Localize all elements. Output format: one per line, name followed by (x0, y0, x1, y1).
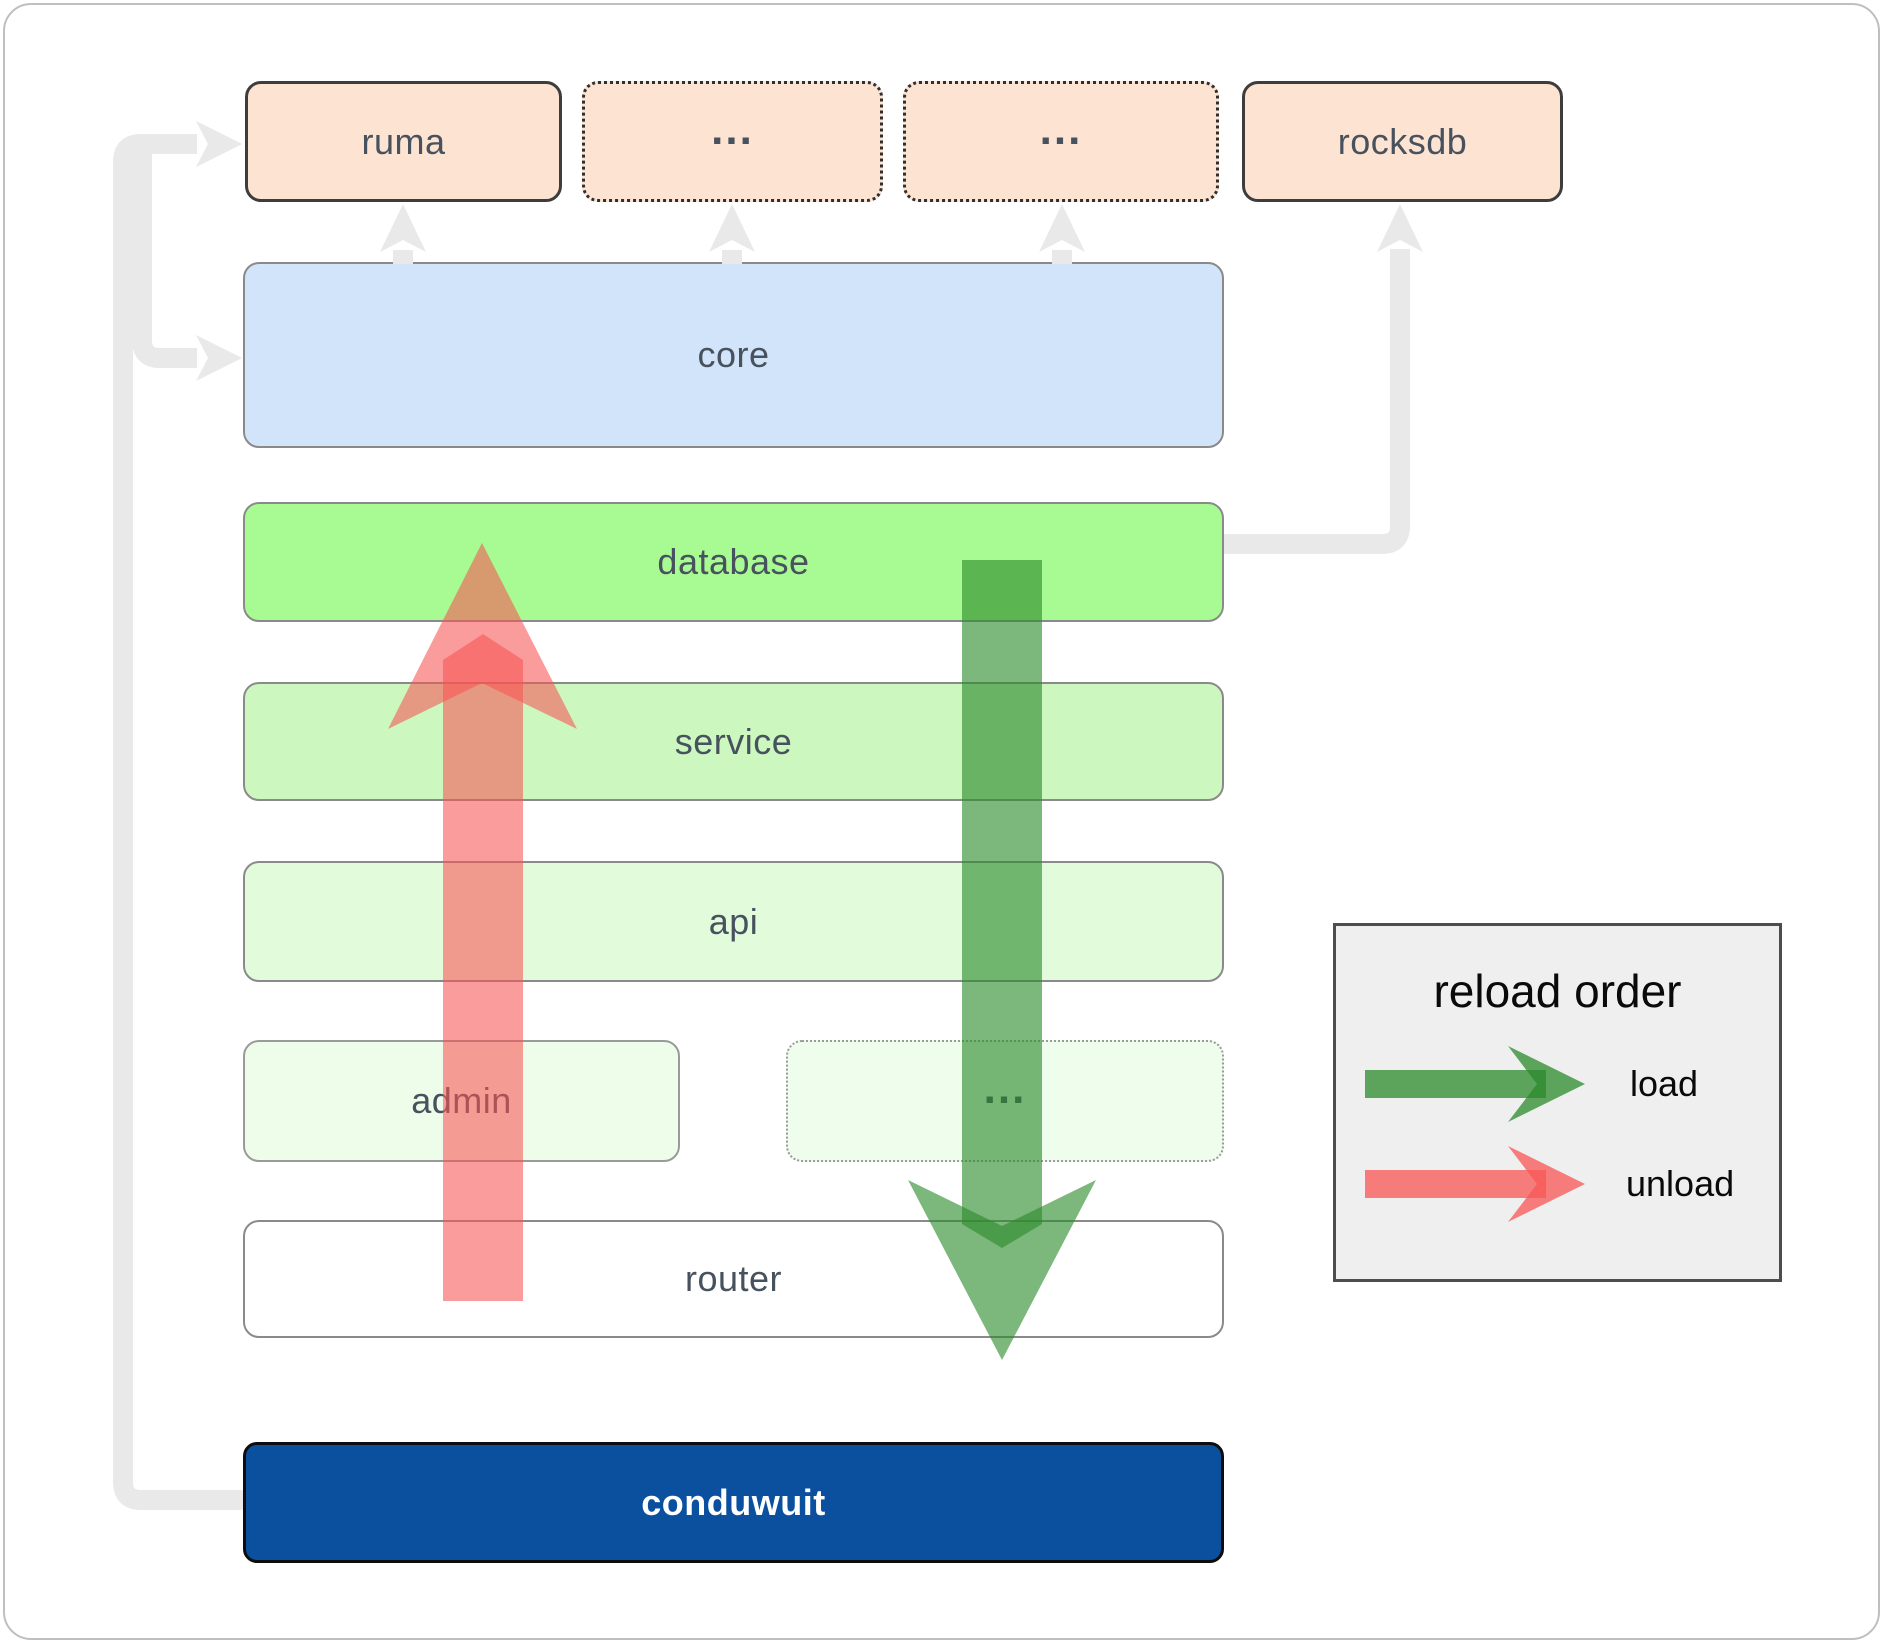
legend-arrows (1365, 1046, 1585, 1222)
crate-ruma-label: ruma (361, 120, 446, 162)
crate-ellipsis-1: ... (582, 81, 883, 202)
crate-rocksdb-label: rocksdb (1337, 120, 1468, 162)
layer-database: database (243, 502, 1224, 622)
layer-service-label: service (674, 720, 793, 762)
unload-arrow (388, 543, 577, 1301)
arrowhead-into-ruma-dart (196, 121, 242, 167)
arrowhead-core-to-ellipsis1 (709, 204, 755, 252)
core-to-ellipsis2-stub (1052, 250, 1072, 264)
layer-core-label: core (697, 334, 770, 375)
legend-unload-label: unload (1626, 1163, 1735, 1204)
legend-title: reload order (1433, 965, 1682, 1017)
core-to-ellipsis1-stub (722, 250, 742, 264)
crate-ruma: ruma (245, 81, 562, 202)
crate-ellipsis-2-label: ... (1039, 104, 1083, 154)
database-to-rocksdb-connector (1224, 249, 1410, 554)
crate-ellipsis-2: ... (903, 81, 1219, 202)
unload-arrowhead (388, 543, 577, 729)
load-arrow (908, 560, 1096, 1360)
core-to-crates-arrows (380, 204, 1085, 264)
layer-conduwuit-label: conduwuit (641, 1481, 826, 1523)
layer-api: api (243, 861, 1224, 982)
core-to-ruma-stub (393, 250, 413, 264)
legend-reload-order: reload order load unload (1333, 923, 1782, 1282)
arrowhead-into-rocksdb (1377, 204, 1423, 252)
load-arrow-shaft (962, 560, 1042, 1248)
load-arrowhead (908, 1180, 1096, 1360)
conduwuit-to-ruma-connector (113, 134, 243, 1510)
unload-arrow-shaft (443, 634, 523, 1301)
load-arrow-icon (1365, 1046, 1585, 1122)
arrowhead-core-to-ruma (380, 204, 426, 252)
arrowhead-core-to-ellipsis2 (1039, 204, 1085, 252)
crate-ellipsis-1-label: ... (711, 104, 754, 154)
layer-database-label: database (657, 541, 810, 582)
layer-core: core (243, 262, 1224, 448)
unload-arrow-icon (1365, 1146, 1585, 1222)
layer-conduwuit: conduwuit (243, 1442, 1224, 1563)
layer-router-label: router (684, 1258, 783, 1299)
conduwuit-to-core-connector (132, 150, 197, 368)
crate-rocksdb: rocksdb (1242, 81, 1563, 202)
legend-load-label: load (1630, 1063, 1699, 1104)
arrowhead-into-core (196, 335, 242, 381)
layer-api-label: api (708, 900, 759, 942)
